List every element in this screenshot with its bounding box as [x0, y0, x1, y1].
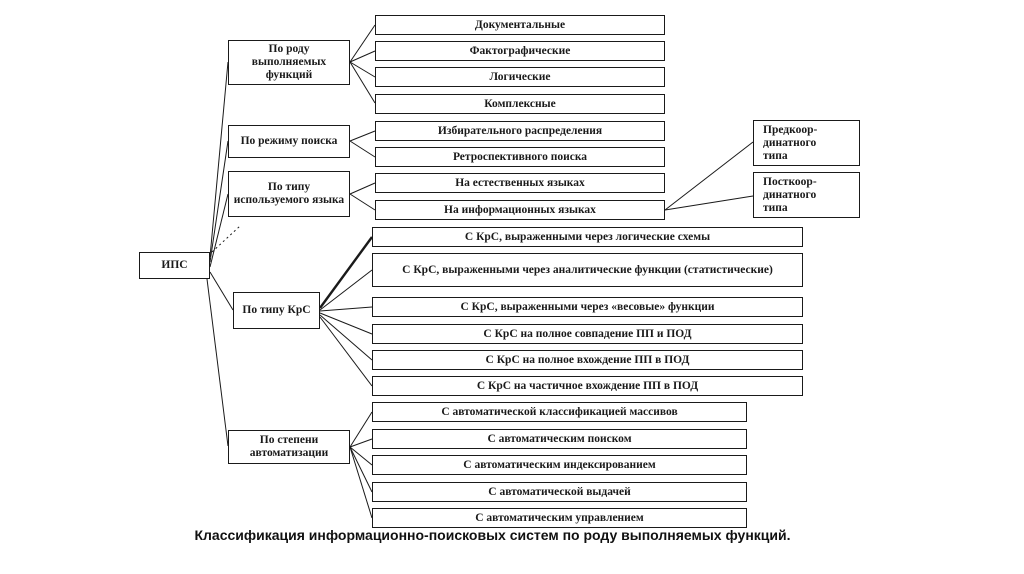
- leaf-node: Ретроспективного поиска: [375, 147, 665, 167]
- leaf-node: С КрС на частичное вхождение ПП в ПОД: [372, 376, 803, 396]
- leaf-node: С автоматической выдачей: [372, 482, 747, 502]
- leaf-node: С КрС на полное вхождение ПП в ПОД: [372, 350, 803, 370]
- leaf-node: Комплексные: [375, 94, 665, 114]
- leaf-node: С КрС, выраженными через аналитические ф…: [372, 253, 803, 287]
- category-functions: По роду выполняемых функций: [228, 40, 350, 85]
- leaf-node-precoordinate: Предкоор- динатного типа: [753, 120, 860, 166]
- category-krs-type: По типу КрС: [233, 292, 320, 329]
- leaf-node: На естественных языках: [375, 173, 665, 193]
- leaf-node: Документальные: [375, 15, 665, 35]
- leaf-node: На информационных языках: [375, 200, 665, 220]
- leaf-node: С КрС, выраженными через «весовые» функц…: [372, 297, 803, 317]
- leaf-node-postcoordinate: Посткоор- динатного типа: [753, 172, 860, 218]
- leaf-node: С автоматическим индексированием: [372, 455, 747, 475]
- category-automation: По степени автоматизации: [228, 430, 350, 464]
- leaf-node: С автоматическим поиском: [372, 429, 747, 449]
- leaf-node: С КрС на полное совпадение ПП и ПОД: [372, 324, 803, 344]
- diagram-caption: Классификация информационно-поисковых си…: [194, 527, 791, 543]
- leaf-node: Избирательного распределения: [375, 121, 665, 141]
- root-node-ips: ИПС: [139, 252, 210, 279]
- leaf-node: Логические: [375, 67, 665, 87]
- leaf-node: С автоматическим управлением: [372, 508, 747, 528]
- leaf-node: С автоматической классификацией массивов: [372, 402, 747, 422]
- category-search-mode: По режиму поиска: [228, 125, 350, 158]
- category-language-type: По типу используемого языка: [228, 171, 350, 217]
- leaf-node: Фактографические: [375, 41, 665, 61]
- leaf-node: С КрС, выраженными через логические схем…: [372, 227, 803, 247]
